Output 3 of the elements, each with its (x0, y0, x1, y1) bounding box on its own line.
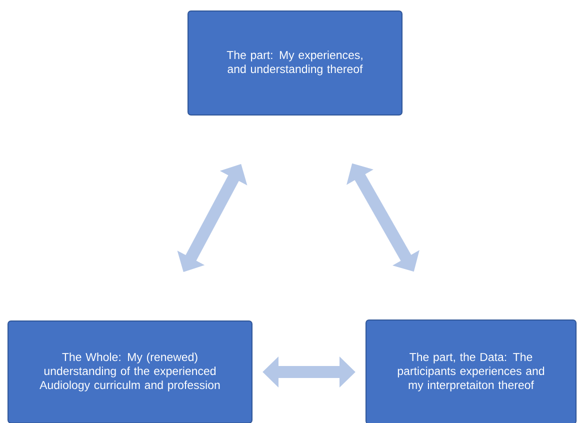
process-box: The part: My experiences, and understanding thereof (188, 10, 402, 116)
process-box: The Whole: My (renewed) understanding of the experienced Audiology curriculm and profession (8, 320, 252, 423)
process-box: The part, the Data: The participants experiences and my interpretaiton thereof (366, 320, 576, 423)
